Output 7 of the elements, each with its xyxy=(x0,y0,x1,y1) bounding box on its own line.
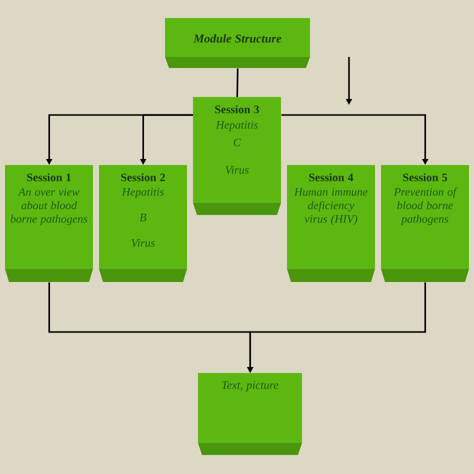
process-box: Session 3 Hepatitis C Virus xyxy=(193,97,281,215)
process-box: Session 5 Prevention of blood borne pathogens xyxy=(381,165,469,282)
title-box: Module Structure xyxy=(165,18,310,68)
process-box: Session 1 An over view about blood borne pathogens xyxy=(5,165,93,282)
process-box: Text, picture xyxy=(198,373,302,455)
process-box: Session 4 Human immune deficiency virus (HIV) xyxy=(287,165,375,282)
process-box: Session 2 Hepatitis B Virus xyxy=(99,165,187,282)
